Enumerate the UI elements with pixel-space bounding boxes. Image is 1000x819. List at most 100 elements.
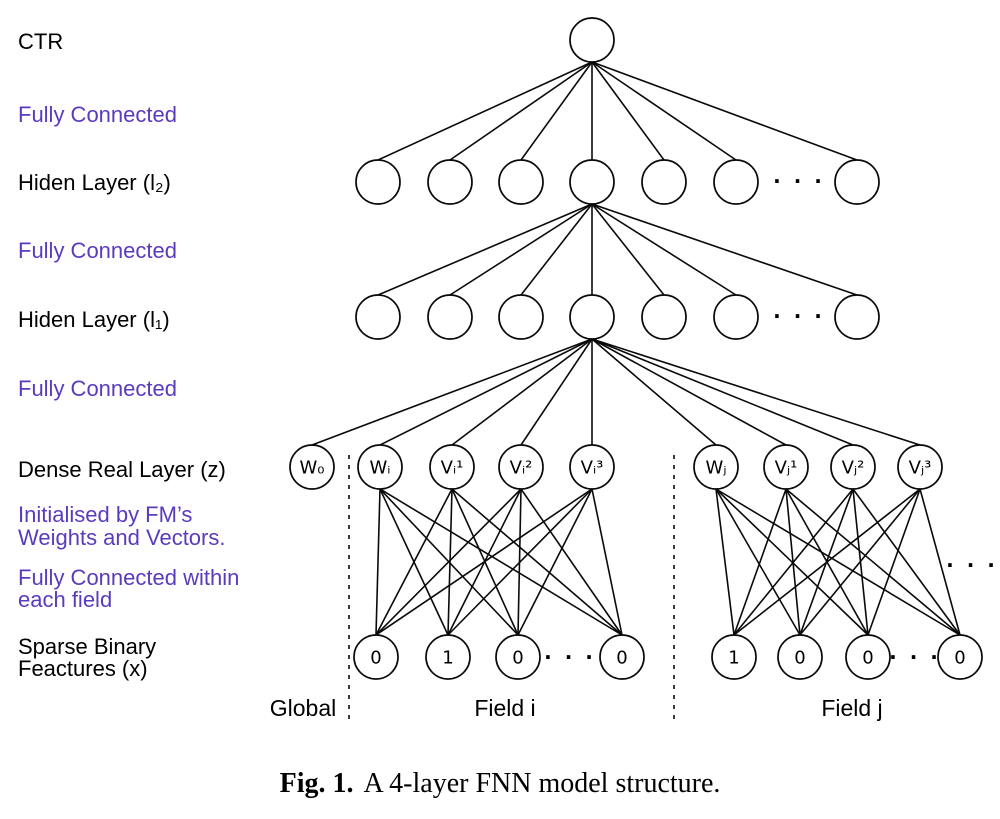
side-label: Initialised by FM’s bbox=[18, 502, 193, 527]
hidden1-node bbox=[427, 294, 473, 340]
dense-node-label: Vᵢ¹ bbox=[441, 458, 464, 479]
hidden1-node bbox=[569, 294, 615, 340]
dense-node-label: Wᵢ bbox=[369, 458, 390, 479]
sparse-node-label: 0 bbox=[616, 648, 627, 669]
figure-caption: Fig. 1.A 4-layer FNN model structure. bbox=[0, 768, 1000, 800]
edge-hidden1-to-dense bbox=[591, 338, 787, 446]
edge-hidden2-to-hidden1 bbox=[520, 203, 593, 296]
side-label: Fully Connected bbox=[18, 376, 177, 401]
edge-output-to-hidden2 bbox=[377, 61, 593, 161]
side-label: Sparse Binary bbox=[18, 634, 157, 659]
edge-dense-to-sparse bbox=[447, 488, 593, 636]
sparse-node bbox=[425, 634, 471, 680]
hidden2-node bbox=[569, 159, 615, 205]
sparse-node-label: 1 bbox=[442, 648, 453, 669]
figure-caption-text: A 4-layer FNN model structure. bbox=[363, 768, 721, 799]
side-label: Feactures (x) bbox=[18, 656, 148, 681]
edge-dense-to-sparse bbox=[517, 488, 593, 636]
side-label: Hiden Layer (l₁) bbox=[18, 307, 170, 332]
edge-dense-to-sparse bbox=[715, 488, 869, 636]
sparse-node bbox=[845, 634, 891, 680]
edge-dense-to-sparse bbox=[375, 488, 453, 636]
dense-node bbox=[897, 444, 943, 490]
sparse-node-label: 0 bbox=[370, 648, 381, 669]
sparse-node-label: 0 bbox=[954, 648, 965, 669]
sparse-node bbox=[711, 634, 757, 680]
dense-node bbox=[569, 444, 615, 490]
sparse-node bbox=[495, 634, 541, 680]
hidden1-node bbox=[713, 294, 759, 340]
field-label: Field i bbox=[474, 695, 535, 721]
edge-output-to-hidden2 bbox=[449, 61, 593, 161]
edge-dense-to-sparse bbox=[785, 488, 961, 636]
edge-dense-to-sparse bbox=[447, 488, 453, 636]
edge-hidden1-to-dense bbox=[451, 338, 593, 446]
sparse-node bbox=[937, 634, 983, 680]
edge-dense-to-sparse bbox=[919, 488, 961, 636]
dense-node-label: Vⱼ² bbox=[842, 458, 865, 479]
side-label: Fully Connected within bbox=[18, 565, 240, 590]
edge-output-to-hidden2 bbox=[591, 61, 737, 161]
edge-hidden2-to-hidden1 bbox=[591, 203, 858, 296]
sparse-node-label: 1 bbox=[728, 648, 739, 669]
edge-hidden2-to-hidden1 bbox=[377, 203, 593, 296]
edge-hidden1-to-dense bbox=[379, 338, 593, 446]
dense-node bbox=[693, 444, 739, 490]
edge-output-to-hidden2 bbox=[520, 61, 593, 161]
edge-dense-to-sparse bbox=[733, 488, 854, 636]
dense-node bbox=[830, 444, 876, 490]
edge-dense-to-sparse bbox=[852, 488, 961, 636]
dense-node-label: Vᵢ² bbox=[510, 458, 533, 479]
dense-node-label: Wⱼ bbox=[706, 458, 727, 479]
side-label: Fully Connected bbox=[18, 102, 177, 127]
side-label: Fully Connected bbox=[18, 238, 177, 263]
dense-node-label: Vᵢ³ bbox=[581, 458, 604, 479]
output-node bbox=[569, 17, 615, 63]
edge-dense-to-sparse bbox=[451, 488, 623, 636]
sparse-node bbox=[599, 634, 645, 680]
edge-hidden2-to-hidden1 bbox=[591, 203, 665, 296]
hidden1-node bbox=[641, 294, 687, 340]
edge-dense-to-sparse bbox=[520, 488, 623, 636]
edge-hidden1-to-dense bbox=[591, 338, 921, 446]
edge-dense-to-sparse bbox=[375, 488, 593, 636]
side-label: CTR bbox=[18, 29, 64, 54]
hidden1-node bbox=[834, 294, 880, 340]
edge-dense-to-sparse bbox=[733, 488, 921, 636]
hidden2-node bbox=[427, 159, 473, 205]
dense-node bbox=[289, 444, 335, 490]
sparse-node-label: 0 bbox=[862, 648, 873, 669]
hidden2-node bbox=[355, 159, 401, 205]
edge-output-to-hidden2 bbox=[591, 61, 858, 161]
side-label: Dense Real Layer (z) bbox=[18, 457, 226, 482]
hidden2-node bbox=[713, 159, 759, 205]
ellipsis-dots: · · · bbox=[946, 553, 998, 577]
edge-hidden1-to-dense bbox=[520, 338, 593, 446]
edge-hidden1-to-dense bbox=[311, 338, 593, 446]
edge-hidden1-to-dense bbox=[591, 338, 717, 446]
edge-hidden2-to-hidden1 bbox=[591, 203, 737, 296]
edge-dense-to-sparse bbox=[375, 488, 381, 636]
ellipsis-dots: · · · bbox=[544, 645, 596, 669]
edge-dense-to-sparse bbox=[375, 488, 522, 636]
edge-dense-to-sparse bbox=[591, 488, 623, 636]
hidden2-node bbox=[834, 159, 880, 205]
hidden1-node bbox=[498, 294, 544, 340]
ellipsis-dots: · · · bbox=[773, 169, 825, 193]
edge-dense-to-sparse bbox=[799, 488, 921, 636]
dense-node-label: W₀ bbox=[299, 458, 324, 479]
field-label: Field j bbox=[821, 695, 882, 721]
edge-hidden2-to-hidden1 bbox=[449, 203, 593, 296]
edge-hidden1-to-dense bbox=[591, 338, 854, 446]
ellipsis-dots: · · · bbox=[773, 304, 825, 328]
edge-dense-to-sparse bbox=[867, 488, 921, 636]
dense-node-label: Vⱼ³ bbox=[909, 458, 932, 479]
dense-node bbox=[763, 444, 809, 490]
ellipsis-dots: · · · bbox=[889, 645, 941, 669]
edge-dense-to-sparse bbox=[715, 488, 961, 636]
sparse-node-label: 0 bbox=[512, 648, 523, 669]
edge-dense-to-sparse bbox=[715, 488, 735, 636]
side-label: Hiden Layer (l₂) bbox=[18, 170, 171, 195]
